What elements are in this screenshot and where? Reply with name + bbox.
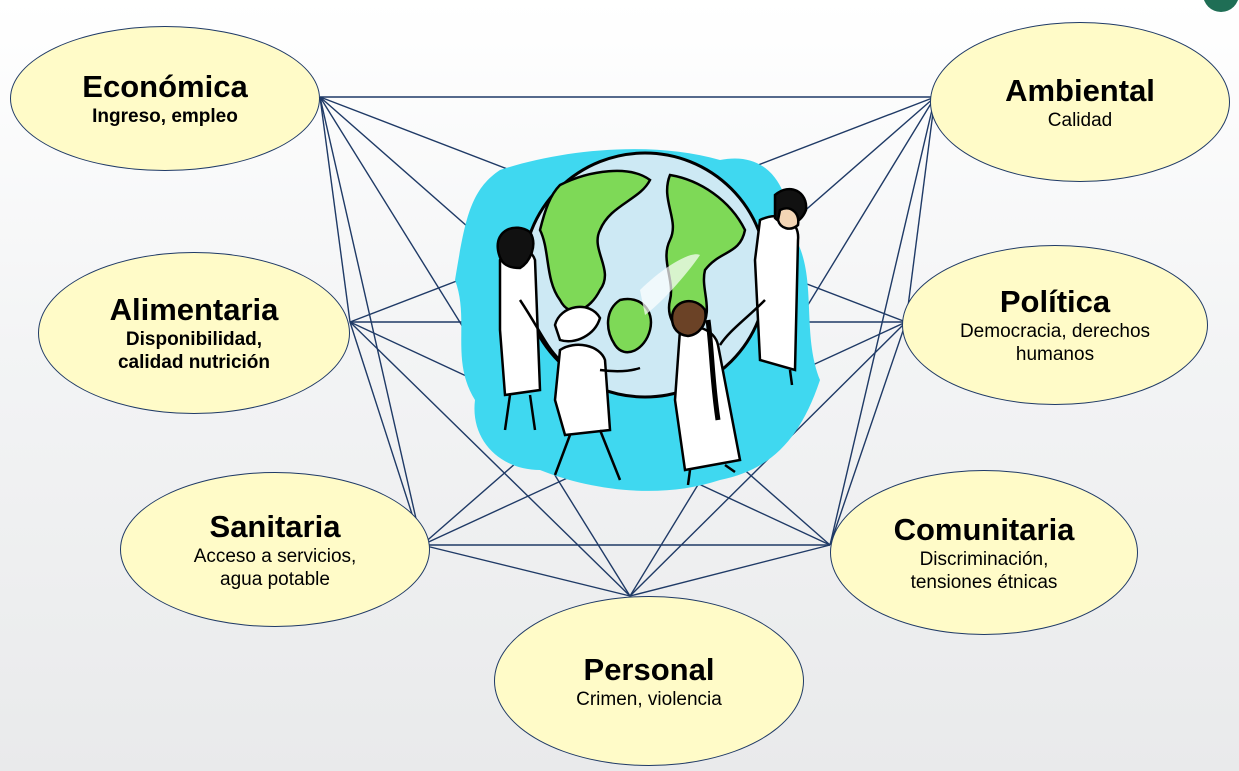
- corner-logo-mark: [1204, 0, 1238, 12]
- node-title: Personal: [583, 651, 715, 687]
- connection-line: [349, 321, 423, 546]
- connection-line: [319, 96, 351, 323]
- node-title: Comunitaria: [893, 511, 1075, 547]
- globe-land-americas: [538, 169, 652, 312]
- node-subtitle: Acceso a servicios, agua potable: [193, 545, 357, 590]
- connection-line: [319, 96, 423, 546]
- node-politica: Política Democracia, derechos humanos: [902, 245, 1208, 405]
- node-title: Alimentaria: [109, 292, 279, 327]
- node-alimentaria: Alimentaria Disponibilidad, calidad nutr…: [38, 252, 350, 414]
- connection-line: [421, 544, 631, 597]
- node-title: Ambiental: [1005, 72, 1155, 108]
- connection-line: [829, 321, 907, 546]
- connection-line: [629, 544, 831, 597]
- connection-line: [905, 96, 936, 323]
- node-ambiental: Ambiental Calidad: [930, 22, 1230, 182]
- child-figure-right: [718, 188, 808, 386]
- node-personal: Personal Crimen, violencia: [494, 596, 804, 766]
- node-subtitle: Calidad: [1047, 109, 1113, 131]
- node-comunitaria: Comunitaria Discriminación, tensiones ét…: [830, 470, 1138, 635]
- node-title: Política: [999, 284, 1111, 319]
- child-figure-braid: [670, 299, 742, 486]
- node-sanitaria: Sanitaria Acceso a servicios, agua potab…: [120, 472, 430, 627]
- node-subtitle: Discriminación, tensiones étnicas: [910, 548, 1058, 593]
- node-subtitle: Ingreso, empleo: [92, 106, 238, 127]
- node-title: Económica: [82, 69, 248, 104]
- connection-line: [829, 96, 936, 546]
- connection-line: [349, 321, 631, 597]
- node-subtitle: Disponibilidad, calidad nutrición: [117, 329, 271, 373]
- child-figure-middle: [553, 305, 641, 481]
- node-economica: Económica Ingreso, empleo: [10, 26, 320, 171]
- node-subtitle: Crimen, violencia: [576, 688, 722, 710]
- node-subtitle: Democracia, derechos humanos: [959, 321, 1151, 365]
- child-figure-left: [496, 226, 561, 431]
- globe-shine: [640, 254, 700, 315]
- node-title: Sanitaria: [209, 508, 341, 544]
